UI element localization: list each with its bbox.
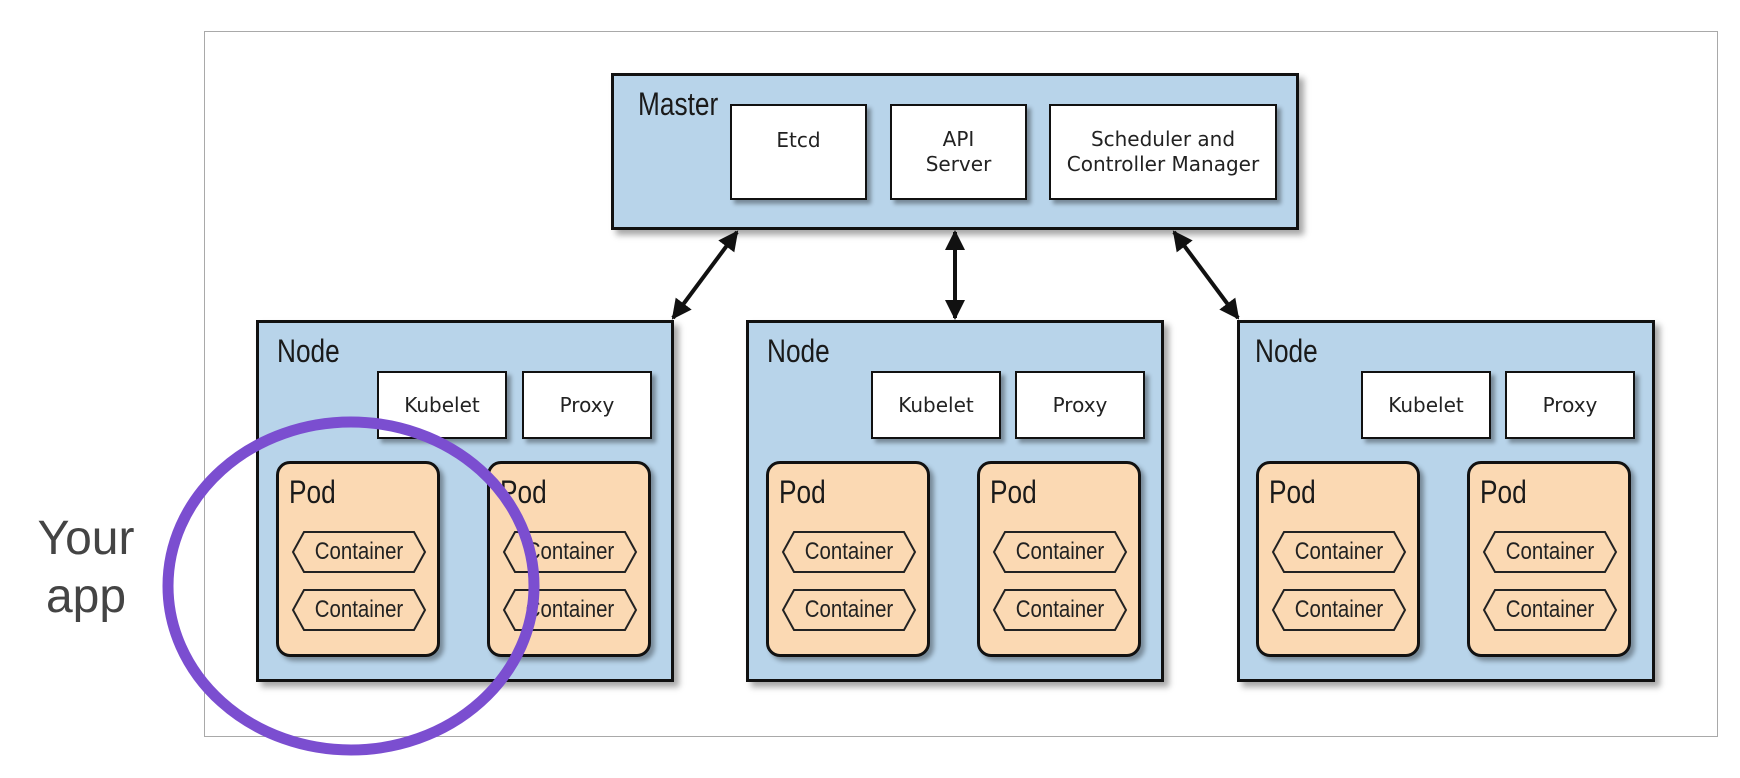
pod-label: Pod xyxy=(779,474,826,510)
container-label: Container xyxy=(525,596,615,623)
container-label: Container xyxy=(525,538,615,565)
container-box: Container xyxy=(1482,588,1618,632)
container-box: Container xyxy=(291,530,427,574)
pod-box: Pod Container Container xyxy=(487,461,651,657)
container-hexagon-shape xyxy=(1271,531,1407,573)
pod-label: Pod xyxy=(289,474,336,510)
api-server-label: API Server xyxy=(925,127,992,176)
container-label: Container xyxy=(804,596,894,623)
container-box: Container xyxy=(1271,588,1407,632)
master-node3-arrow xyxy=(1172,230,1240,320)
proxy-box: Proxy xyxy=(1015,371,1145,439)
container-box: Container xyxy=(781,530,917,574)
pod-label: Pod xyxy=(990,474,1037,510)
pod-box: Pod Container Container xyxy=(1256,461,1420,657)
scheduler-controller-box: Scheduler and Controller Manager xyxy=(1049,104,1277,200)
scheduler-controller-label: Scheduler and Controller Manager xyxy=(1066,127,1260,176)
container-label: Container xyxy=(804,538,894,565)
kubelet-label: Kubelet xyxy=(404,392,480,417)
container-box: Container xyxy=(781,588,917,632)
pod-box: Pod Container Container xyxy=(977,461,1141,657)
container-label: Container xyxy=(1015,596,1105,623)
your-app-label: Your app xyxy=(37,512,135,623)
proxy-label: Proxy xyxy=(1542,392,1598,417)
container-label: Container xyxy=(1015,538,1105,565)
node-label: Node xyxy=(1255,333,1318,369)
container-hexagon-shape xyxy=(992,589,1128,631)
kubelet-box: Kubelet xyxy=(871,371,1001,439)
kubelet-label: Kubelet xyxy=(898,392,974,417)
container-label: Container xyxy=(314,538,404,565)
container-hexagon-shape xyxy=(502,589,638,631)
proxy-label: Proxy xyxy=(1052,392,1108,417)
etcd-label: Etcd xyxy=(776,128,821,152)
container-label: Container xyxy=(1294,596,1384,623)
pod-box: Pod Container Container xyxy=(766,461,930,657)
node-label: Node xyxy=(767,333,830,369)
proxy-box: Proxy xyxy=(522,371,652,439)
container-label: Container xyxy=(1505,596,1595,623)
container-box: Container xyxy=(1271,530,1407,574)
kubelet-label: Kubelet xyxy=(1388,392,1464,417)
container-hexagon-shape xyxy=(1271,589,1407,631)
container-label: Container xyxy=(1294,538,1384,565)
pod-box: Pod Container Container xyxy=(276,461,440,657)
container-hexagon-shape xyxy=(781,531,917,573)
api-server-box: API Server xyxy=(890,104,1027,200)
container-hexagon-shape xyxy=(291,589,427,631)
container-label: Container xyxy=(314,596,404,623)
pod-box: Pod Container Container xyxy=(1467,461,1631,657)
container-box: Container xyxy=(1482,530,1618,574)
container-label: Container xyxy=(1505,538,1595,565)
container-box: Container xyxy=(992,588,1128,632)
etcd-box: Etcd xyxy=(730,104,867,200)
node-label: Node xyxy=(277,333,340,369)
pod-label: Pod xyxy=(1269,474,1316,510)
container-box: Container xyxy=(502,588,638,632)
container-hexagon-shape xyxy=(1482,589,1618,631)
proxy-label: Proxy xyxy=(559,392,615,417)
kubelet-box: Kubelet xyxy=(1361,371,1491,439)
pod-label: Pod xyxy=(1480,474,1527,510)
container-box: Container xyxy=(992,530,1128,574)
container-hexagon-shape xyxy=(1482,531,1618,573)
master-node1-arrow xyxy=(671,230,739,320)
proxy-box: Proxy xyxy=(1505,371,1635,439)
container-box: Container xyxy=(502,530,638,574)
container-hexagon-shape xyxy=(502,531,638,573)
container-hexagon-shape xyxy=(781,589,917,631)
container-box: Container xyxy=(291,588,427,632)
container-hexagon-shape xyxy=(291,531,427,573)
master-label: Master xyxy=(638,86,719,122)
container-hexagon-shape xyxy=(992,531,1128,573)
